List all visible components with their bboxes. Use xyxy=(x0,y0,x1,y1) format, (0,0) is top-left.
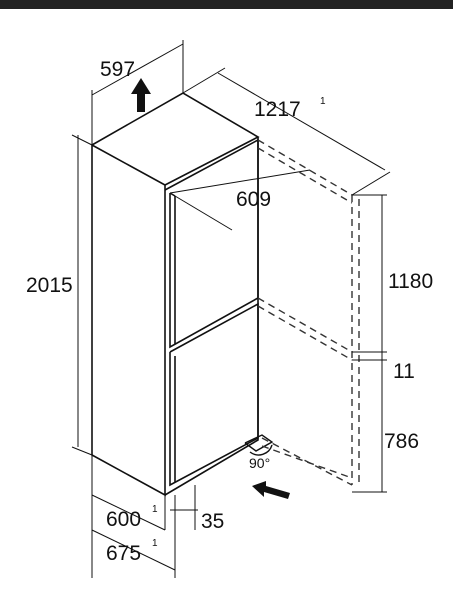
dim-gap: 11 xyxy=(393,360,415,383)
dim-height-lower: 786 xyxy=(384,430,419,453)
dim-height-upper: 1180 xyxy=(388,270,433,293)
dimension-lines xyxy=(71,40,391,578)
lower-door xyxy=(169,302,259,487)
dim-width-bottom-note: 1 xyxy=(152,504,158,515)
open-door-dashed xyxy=(257,139,360,486)
dim-offset: 35 xyxy=(201,510,224,533)
dim-width-outer-note: 1 xyxy=(152,538,158,549)
top-bar xyxy=(0,0,453,9)
dim-width-bottom: 600 xyxy=(106,508,141,531)
upper-door xyxy=(164,138,259,349)
dim-width-outer: 675 xyxy=(106,542,141,565)
dim-angle: 90° xyxy=(249,455,270,471)
right-arrow-icon xyxy=(252,481,290,499)
dim-width-top: 597 xyxy=(100,58,135,81)
dim-depth-open: 1217 xyxy=(254,98,301,121)
dim-door-depth: 609 xyxy=(236,188,271,211)
dim-depth-open-note: 1 xyxy=(320,96,326,107)
dim-height-total: 2015 xyxy=(26,274,73,297)
hinge-base xyxy=(244,434,274,456)
up-arrow-icon xyxy=(131,78,151,112)
